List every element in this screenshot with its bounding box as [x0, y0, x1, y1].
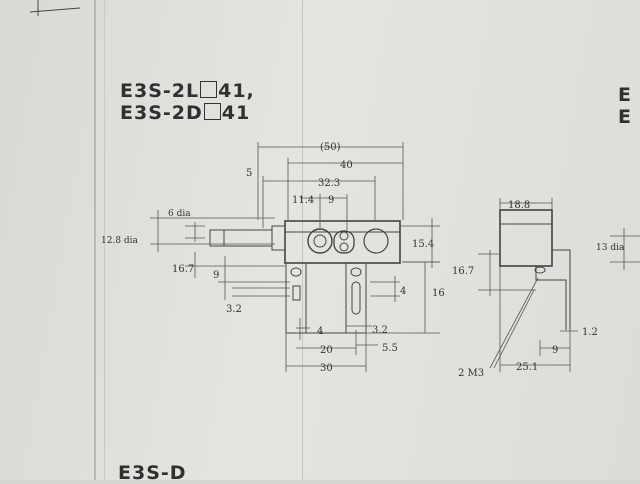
mount-screw-left: [290, 267, 302, 277]
label-dim-5-5: 5.5: [382, 343, 398, 354]
label-dim-4-right: 4: [400, 286, 406, 297]
label-side-18-8: 18.8: [508, 200, 530, 211]
label-dim-5: 5: [246, 168, 252, 179]
mount-screw-right: [350, 267, 362, 277]
page-fold-center: [302, 0, 303, 480]
label-dim-50: (50): [320, 142, 341, 153]
bracket-left: [285, 262, 307, 334]
label-side-16-7: 16.7: [452, 266, 474, 277]
sensor-body: [284, 220, 401, 264]
cable-gland: [271, 225, 286, 251]
model-title-line2-suffix: 41: [221, 102, 251, 124]
model-title-line1: E3S-2L 41,: [120, 80, 255, 102]
lens-receiver-bottom: [339, 242, 349, 252]
label-side-1-2: 1.2: [582, 327, 598, 338]
mount-hole-left: [292, 285, 301, 301]
right-partial-title-1: E: [618, 84, 632, 106]
label-dim-3-2-left: 3.2: [226, 304, 242, 315]
label-dim-32-3: 32.3: [318, 178, 340, 189]
lens-receiver-housing: [333, 230, 355, 254]
model-title-line1-suffix: 41,: [218, 80, 255, 102]
model-title-line2-prefix: E3S-2D: [120, 102, 203, 124]
right-partial-title-2: E: [618, 106, 632, 128]
label-side-9: 9: [552, 345, 558, 356]
leader-2-m3: [489, 277, 539, 369]
label-dim-9-top: 9: [328, 195, 334, 206]
lens-emitter-inner: [313, 234, 327, 248]
label-dim-6-dia: 6 dia: [168, 209, 191, 219]
side-screw: [534, 266, 546, 274]
model-title-line1-prefix: E3S-2L: [120, 80, 200, 102]
wildcard-box-1: [200, 81, 218, 98]
label-edge-13-dia: 13 dia: [596, 243, 625, 253]
label-dim-30: 30: [320, 363, 333, 374]
lens-receiver-top: [339, 231, 349, 241]
label-dim-16: 16: [432, 288, 445, 299]
side-body: [499, 209, 553, 267]
lens-indicator: [363, 228, 389, 254]
page-fold-left: [94, 0, 96, 480]
label-dim-20: 20: [320, 345, 333, 356]
label-dim-3-2-bottom: 3.2: [372, 325, 388, 336]
label-side-2-m3: 2 M3: [458, 368, 484, 379]
label-dim-11-4: 11.4: [292, 195, 314, 206]
label-dim-15-4: 15.4: [412, 239, 434, 250]
lens-emitter: [307, 228, 333, 254]
label-dim-4-bottom: 4: [317, 326, 323, 337]
label-dim-9-side: 9: [213, 270, 219, 281]
side-bracket: [535, 266, 567, 330]
label-dim-12-8-dia: 12.8 dia: [101, 236, 139, 246]
bracket-right: [345, 262, 367, 334]
wildcard-box-2: [203, 103, 221, 120]
label-side-25-1: 25.1: [516, 362, 538, 373]
model-title-line2: E3S-2D 41: [120, 102, 250, 124]
side-bracket-outer: [552, 249, 571, 330]
bottom-partial-title: E3S-D: [118, 462, 187, 484]
slot-hole: [351, 281, 361, 315]
page-margin-line: [104, 0, 105, 480]
label-dim-40: 40: [340, 160, 353, 171]
label-dim-16-7: 16.7: [172, 264, 194, 275]
